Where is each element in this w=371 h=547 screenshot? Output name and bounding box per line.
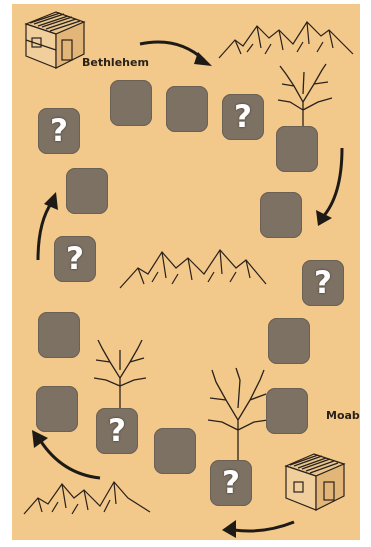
game-board: Bethlehem Moab: [12, 4, 360, 540]
board-space[interactable]: ?: [96, 408, 138, 454]
question-mark: ?: [38, 108, 80, 154]
board-space[interactable]: [266, 388, 308, 434]
moab-house-icon: [284, 450, 348, 512]
bare-tree-icon: [268, 62, 338, 134]
board-space[interactable]: [276, 126, 318, 172]
path-arrow-icon: [30, 430, 102, 482]
board-space[interactable]: [268, 318, 310, 364]
path-arrow-icon: [138, 34, 214, 68]
board-space[interactable]: [110, 80, 152, 126]
mountains-icon: [217, 14, 355, 60]
board-space[interactable]: ?: [302, 260, 344, 306]
board-space[interactable]: [38, 312, 80, 358]
board-space[interactable]: ?: [222, 94, 264, 140]
question-mark: ?: [210, 460, 252, 506]
question-mark: ?: [302, 260, 344, 306]
moab-label: Moab: [326, 409, 360, 422]
mountains-icon: [118, 240, 268, 290]
question-mark: ?: [96, 408, 138, 454]
board-space[interactable]: [154, 428, 196, 474]
question-mark: ?: [222, 94, 264, 140]
board-space[interactable]: [66, 168, 108, 214]
board-space[interactable]: ?: [54, 236, 96, 282]
board-space[interactable]: [36, 386, 78, 432]
board-space[interactable]: ?: [210, 460, 252, 506]
question-mark: ?: [54, 236, 96, 282]
board-space[interactable]: [166, 86, 208, 132]
board-space[interactable]: ?: [38, 108, 80, 154]
bare-tree-icon: [202, 364, 274, 474]
bethlehem-house-icon: [22, 10, 90, 70]
bare-tree-icon: [88, 336, 152, 412]
board-space[interactable]: [260, 192, 302, 238]
path-arrow-icon: [220, 512, 296, 538]
